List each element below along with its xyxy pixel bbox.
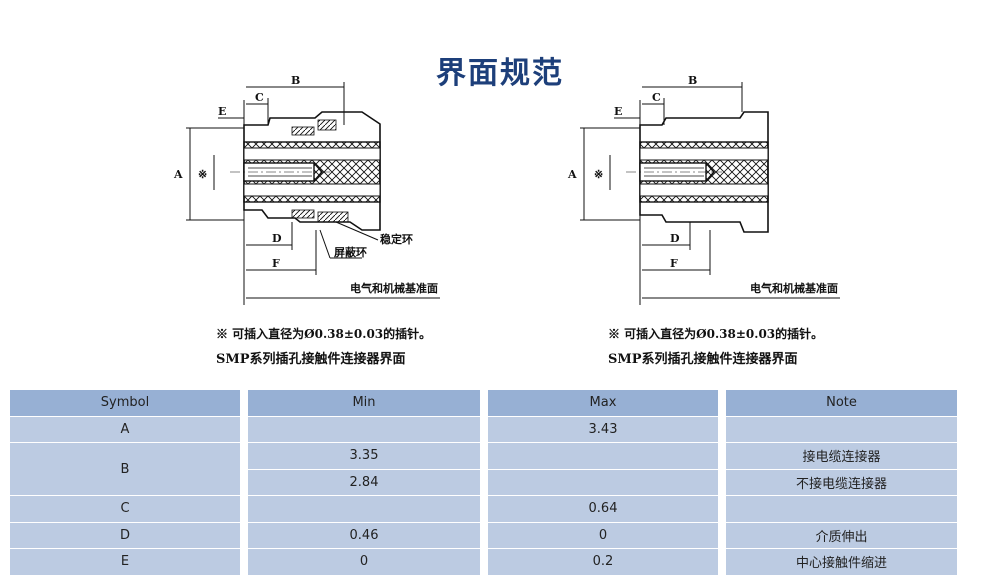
- dim-label-star: ※: [198, 168, 207, 181]
- datum-label: 电气和机械基准面: [750, 281, 838, 295]
- page-title: 界面规范: [436, 56, 564, 91]
- header-min: Min: [248, 390, 480, 416]
- header-max: Max: [488, 390, 718, 416]
- table-cell-max: 0.2: [488, 549, 718, 575]
- table-cell-symbol: E: [10, 549, 240, 575]
- table-cell-note: 中心接触件缩进: [726, 549, 957, 575]
- table-cell-min: 0.46: [248, 522, 480, 548]
- table-cell-note: 介质伸出: [726, 522, 957, 548]
- datum-label: 电气和机械基准面: [350, 281, 438, 295]
- dim-label-b: B: [688, 74, 697, 87]
- header-note: Note: [726, 390, 957, 416]
- dim-label-e: E: [614, 105, 622, 118]
- header-symbol: Symbol: [10, 390, 240, 416]
- table-cell-note: 不接电缆连接器: [726, 469, 957, 495]
- table-cell-max: 3.43: [488, 416, 718, 442]
- callout-shield-ring: 屏蔽环: [334, 245, 367, 259]
- stabilizer-ring: [317, 211, 349, 223]
- table-cell-note: [726, 416, 957, 442]
- table-cell-max: [488, 469, 718, 495]
- connector-body-outline: [639, 111, 769, 233]
- drawing-1-note: ※ 可插入直径为Ø0.38±0.03的插针。: [216, 327, 432, 341]
- drawing-1-caption: SMP系列插孔接触件连接器界面: [216, 352, 406, 367]
- dim-label-c: C: [255, 91, 264, 104]
- table-header: Symbol Min Max Note: [10, 390, 957, 417]
- table-cell-min: [248, 496, 480, 522]
- callout-stabilizer-ring: 稳定环: [380, 232, 413, 246]
- drawing-2: A ※ B C E D F 电气和机械基准面: [567, 74, 840, 305]
- dim-label-d: D: [272, 232, 282, 245]
- dim-label-a: A: [567, 168, 577, 181]
- shield-ring: [291, 126, 315, 136]
- dim-label-e: E: [218, 105, 226, 118]
- table-cell-max: [488, 443, 718, 469]
- connector-body-outline: [243, 111, 381, 231]
- table-cell-symbol: D: [10, 522, 240, 548]
- table-cell-min: [248, 416, 480, 442]
- dim-label-star: ※: [594, 168, 603, 181]
- dim-label-a: A: [173, 168, 183, 181]
- table-cell-symbol: C: [10, 496, 240, 522]
- drawing-2-note: ※ 可插入直径为Ø0.38±0.03的插针。: [608, 327, 824, 341]
- table-cell-symbol: A: [10, 416, 240, 442]
- dim-label-d: D: [670, 232, 680, 245]
- table-cell-note: 接电缆连接器: [726, 443, 957, 469]
- table-cell-symbol: B: [10, 443, 240, 495]
- table-cell-note: [726, 496, 957, 522]
- drawing-1: A ※ B C E D F 电气和机械基准面 稳定环 屏蔽环: [173, 74, 440, 305]
- dim-label-b: B: [291, 74, 300, 87]
- table-cell-min: 3.35: [248, 443, 480, 469]
- table-cell-max: 0: [488, 522, 718, 548]
- table-cell-max: 0.64: [488, 496, 718, 522]
- dim-label-c: C: [652, 91, 661, 104]
- dim-label-f: F: [670, 257, 678, 270]
- table-cell-min: 0: [248, 549, 480, 575]
- interface-drawings: A ※ B C E D F 电气和机械基准面 稳定环 屏蔽环: [173, 74, 840, 305]
- table-cell-min: 2.84: [248, 469, 480, 495]
- drawing-2-caption: SMP系列插孔接触件连接器界面: [608, 352, 798, 367]
- dim-label-f: F: [272, 257, 280, 270]
